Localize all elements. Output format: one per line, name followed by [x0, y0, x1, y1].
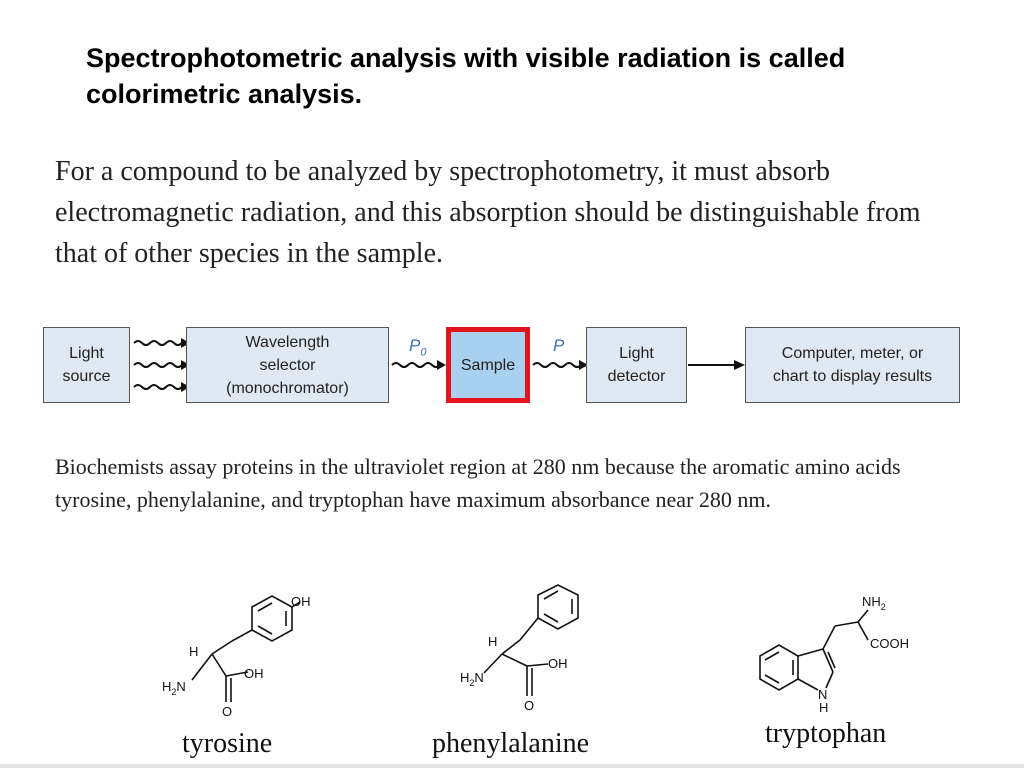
selector-label-1: Wavelength: [245, 333, 330, 351]
tyrosine-oh: OH: [244, 666, 264, 681]
tyrosine-ring-oh: OH: [291, 594, 311, 609]
tryptophan-label: tryptophan: [765, 718, 887, 749]
sample-label: Sample: [460, 356, 516, 374]
output-label-1: Computer, meter, or: [781, 345, 924, 362]
light-ray-p: [532, 362, 582, 368]
tryptophan-ring-n: N: [818, 687, 827, 702]
footer-rule: [0, 764, 1024, 768]
p0-letter: P: [409, 336, 421, 355]
p0-label: P0: [409, 336, 426, 358]
tryptophan-ring-h: H: [819, 700, 828, 715]
tyrosine-structure: [191, 595, 301, 702]
tyrosine-h2n: H2N: [162, 679, 186, 697]
output-display-block: Computer, meter, or chart to display resu…: [745, 327, 960, 403]
tryptophan-cooh: COOH: [870, 636, 909, 651]
p0-subscript: 0: [420, 346, 427, 359]
phenylalanine-carbonyl-o: O: [524, 698, 534, 713]
phenylalanine-label: phenylalanine: [432, 728, 590, 759]
light-source-block: Light source: [43, 327, 130, 403]
protein-assay-note: Biochemists assay proteins in the ultrav…: [55, 454, 901, 512]
tyrosine-h: H: [189, 644, 198, 659]
light-detector-block: Light detector: [586, 327, 687, 403]
light-source-label-1: Light: [69, 345, 104, 362]
phenylalanine-oh: OH: [548, 656, 568, 671]
output-label-2: chart to display results: [772, 368, 933, 385]
slide-title: Spectrophotometric analysis with visible…: [86, 43, 846, 109]
tyrosine-label: tyrosine: [182, 728, 273, 759]
phenylalanine-h: H: [488, 634, 497, 649]
light-ray-2: [133, 362, 183, 368]
phenylalanine-h2n: H2N: [460, 670, 484, 688]
p-label: P: [553, 336, 565, 355]
selector-label-3: (monochromator): [226, 379, 349, 397]
light-ray-p0: [391, 362, 441, 368]
phenylalanine-structure: [483, 584, 579, 696]
intro-paragraph: For a compound to be analyzed by spectro…: [55, 156, 921, 269]
tryptophan-labels: NH2 COOH N H: [818, 594, 909, 715]
detector-label-2: detector: [607, 368, 666, 385]
light-source-label-2: source: [62, 368, 111, 385]
selector-label-2: selector: [259, 356, 316, 374]
tryptophan-structure: [759, 609, 869, 691]
light-ray-3: [133, 384, 183, 390]
detector-label-1: Light: [619, 345, 654, 362]
wavelength-selector-block: Wavelength selector (monochromator): [186, 327, 389, 403]
tyrosine-carbonyl-o: O: [222, 704, 232, 719]
phenylalanine-labels: H H2N OH O: [460, 634, 568, 713]
light-ray-1: [133, 340, 183, 346]
tryptophan-nh2: NH2: [862, 594, 886, 612]
tyrosine-labels: OH H H2N OH O: [162, 594, 311, 719]
sample-block: Sample: [446, 327, 530, 403]
